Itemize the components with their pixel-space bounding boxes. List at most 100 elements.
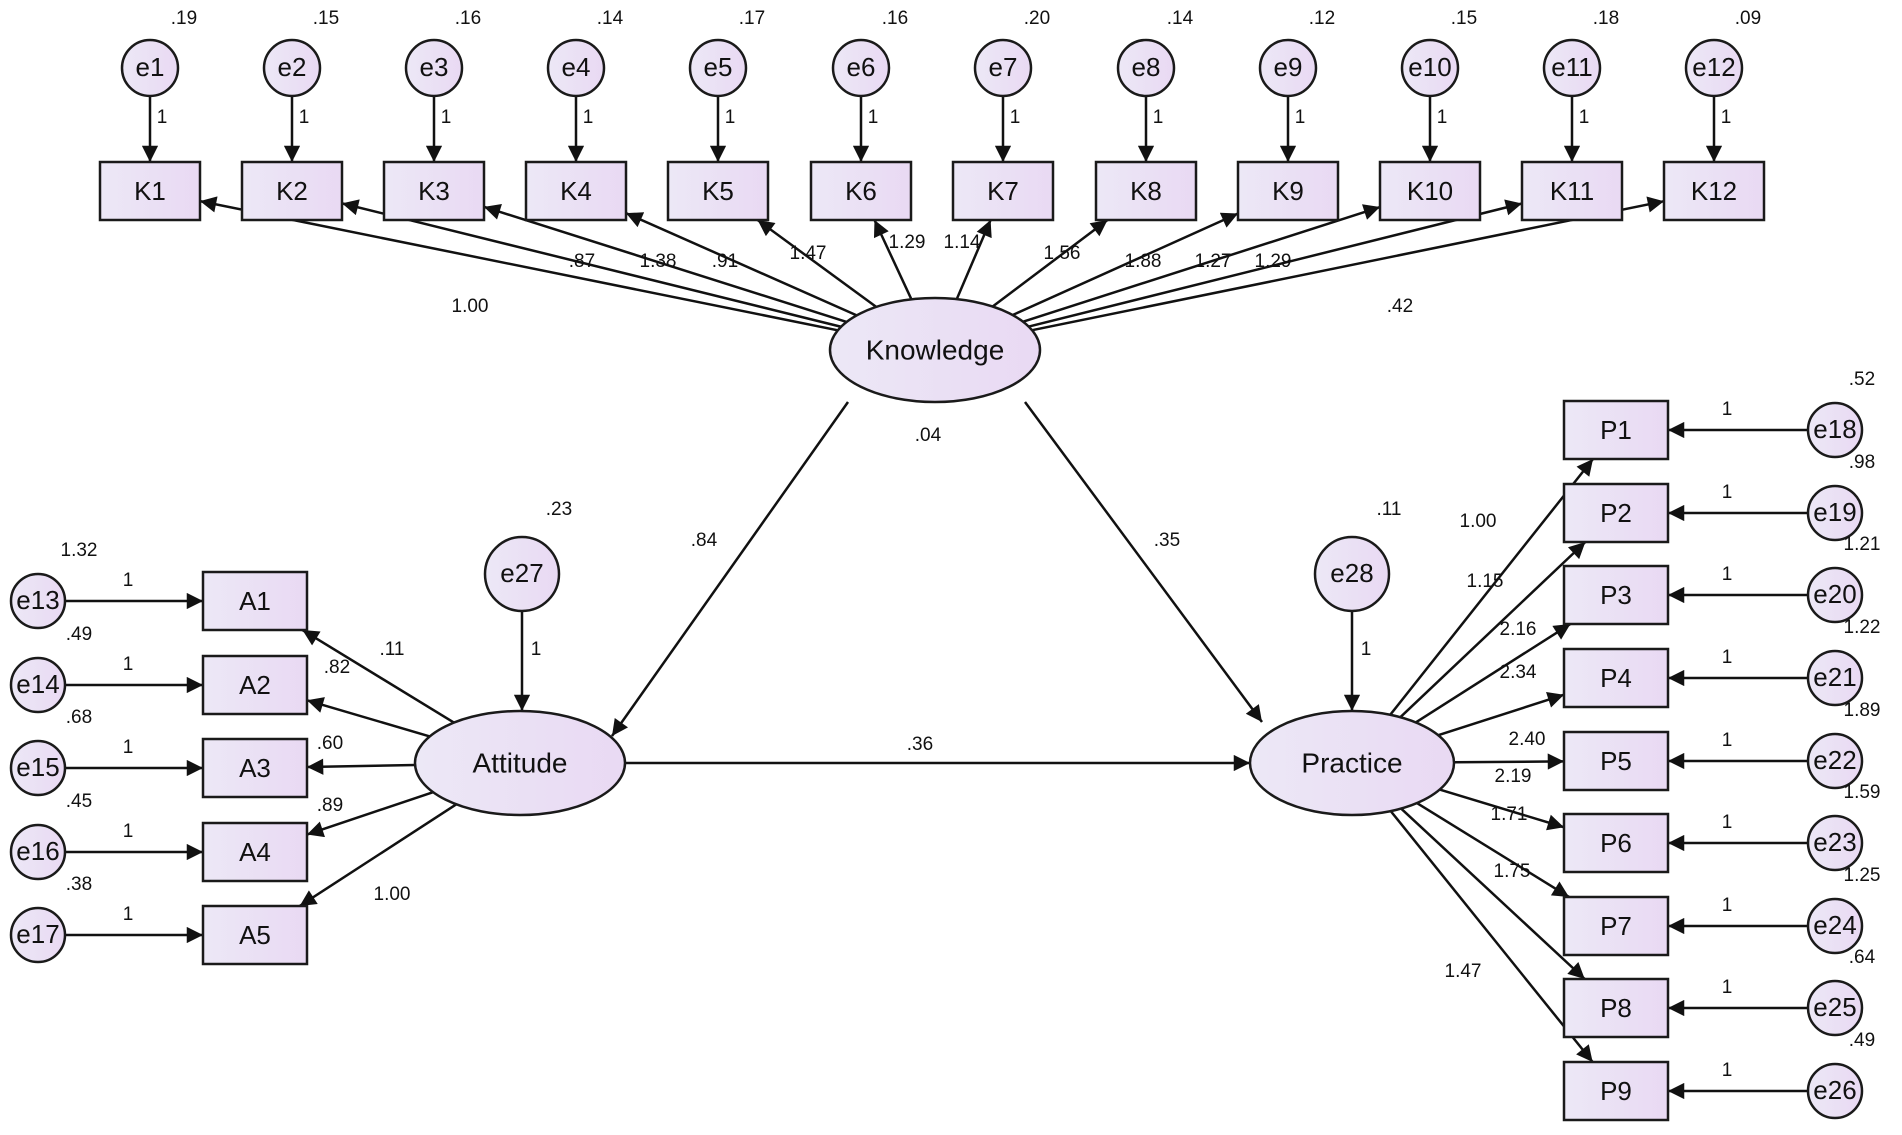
error-label-e1: e1 [136,52,165,82]
loading-path-k8 [991,219,1109,308]
error-circle-e22 [1806,732,1864,790]
loading-label-a4: .89 [317,795,343,816]
fixed-path-label-e13: 1 [123,570,134,591]
latent-attitude [413,709,627,817]
error-variance-e7: .20 [1024,8,1050,29]
indicator-box-p1 [1562,399,1670,461]
error-circle-e18 [1806,401,1864,459]
indicator-box-a1 [201,570,309,632]
loading-path-p1 [1389,458,1594,716]
indicator-label-a5: A5 [239,920,271,950]
indicator-label-p9: P9 [1600,1076,1632,1106]
error-label-e8: e8 [1132,52,1161,82]
error-variance-e5: .17 [739,8,765,29]
fixed-path-label-e14: 1 [123,654,134,675]
error-circle-e26 [1806,1062,1864,1120]
loading-path-p7 [1416,802,1570,899]
error-label-e19: e19 [1813,497,1856,527]
loading-path-k12 [1031,196,1665,332]
indicator-box-k1 [98,160,202,222]
disturbance-label-e28: e28 [1330,558,1373,588]
error-circle-e16 [9,823,67,881]
fixed-path-label-e2: 1 [299,107,310,128]
fixed-path-label-e17: 1 [123,904,134,925]
indicator-label-k5: K5 [702,176,734,206]
error-variance-e6: .16 [882,8,908,29]
error-variance-e8: .14 [1167,8,1194,29]
indicator-box-a2 [201,654,309,716]
error-variance-e18: .52 [1849,369,1875,390]
error-circle-e21 [1806,649,1864,707]
error-circle-e5 [688,38,748,98]
error-label-e22: e22 [1813,745,1856,775]
error-label-e14: e14 [16,669,59,699]
error-label-e7: e7 [989,52,1018,82]
loading-path-p9 [1389,810,1594,1063]
loading-path-a4 [306,791,434,838]
loading-path-p3 [1415,622,1572,724]
structural-label-knowledge-practice: .35 [1154,530,1180,551]
error-label-e10: e10 [1408,52,1451,82]
fixed-path-label-e19: 1 [1722,482,1733,503]
error-circle-e1 [120,38,180,98]
error-variance-e1: .19 [171,8,197,29]
loading-label-a1: .11 [379,639,404,660]
indicator-label-k4: K4 [560,176,592,206]
error-variance-e21: 1.22 [1844,617,1881,638]
error-label-e5: e5 [704,52,733,82]
fixed-path-label-e25: 1 [1722,977,1733,998]
error-variance-e11: .18 [1593,8,1619,29]
loading-label-p1: 1.00 [1460,511,1497,532]
fixed-path-label-e6: 1 [868,107,879,128]
nodes-layer [9,38,1864,1122]
error-circle-e2 [262,38,322,98]
loading-label-k10: 1.27 [1195,251,1232,272]
error-label-e18: e18 [1813,414,1856,444]
loading-path-k11 [1028,199,1523,328]
indicator-box-p4 [1562,647,1670,709]
labels-layer: e1.191K11.00e2.151K2.87e3.161K31.38e4.14… [16,8,1880,1106]
error-label-e16: e16 [16,836,59,866]
loading-path-p4 [1437,691,1565,737]
indicator-box-a4 [201,821,309,883]
fixed-path-label-e10: 1 [1437,107,1448,128]
indicator-box-a3 [201,737,309,799]
error-label-e6: e6 [847,52,876,82]
indicator-box-k4 [524,160,628,222]
loading-label-k6: 1.29 [889,232,926,253]
loading-path-k5 [756,218,877,308]
disturbance-variance-e27: .23 [546,499,572,520]
loading-path-p6 [1439,788,1565,831]
error-variance-e12: .09 [1735,8,1761,29]
loading-label-k4: .91 [712,251,738,272]
error-circle-e9 [1258,38,1318,98]
indicator-box-a5 [201,904,309,966]
loading-path-p5 [1453,753,1565,770]
error-variance-e14: .49 [66,624,92,645]
loading-label-k2: .87 [569,251,595,272]
error-label-e2: e2 [278,52,307,82]
fixed-path-label-e23: 1 [1722,812,1733,833]
indicator-box-k2 [240,160,344,222]
fixed-path-label-e9: 1 [1295,107,1306,128]
error-label-e15: e15 [16,752,59,782]
loading-label-k12: .42 [1387,296,1413,317]
loading-path-p2 [1399,541,1587,719]
latent-knowledge [828,296,1042,404]
indicator-box-p7 [1562,895,1670,957]
error-label-e4: e4 [562,52,591,82]
error-variance-e15: .68 [66,707,92,728]
indicator-label-p3: P3 [1600,580,1632,610]
loading-path-k9 [1012,212,1239,317]
error-circle-e25 [1806,979,1864,1037]
fixed-path-label-e5: 1 [725,107,736,128]
fixed-path-label-e24: 1 [1722,895,1733,916]
structural-label-attitude-practice: .36 [907,734,933,755]
error-circle-e17 [9,906,67,964]
error-variance-e25: .64 [1849,947,1876,968]
error-circle-e12 [1684,38,1744,98]
loading-label-p4: 2.34 [1500,662,1537,683]
error-label-e25: e25 [1813,992,1856,1022]
error-variance-e10: .15 [1451,8,1477,29]
fixed-path-label-e20: 1 [1722,564,1733,585]
